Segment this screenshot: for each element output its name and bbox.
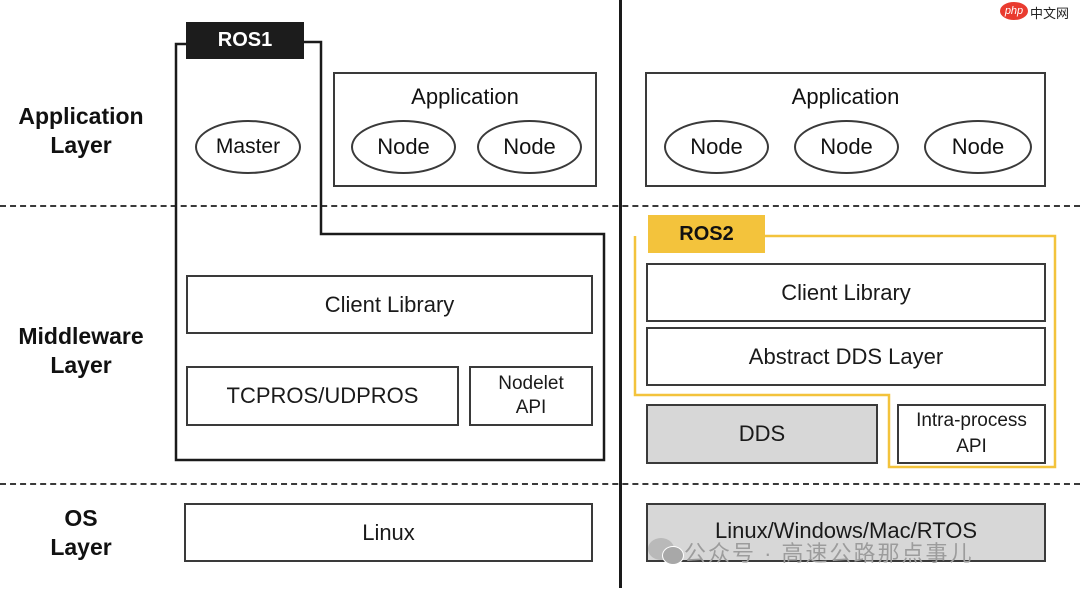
ros2-node-1: Node bbox=[664, 120, 769, 174]
os-layer-label: OS Layer bbox=[50, 505, 112, 560]
ros2-node-2: Node bbox=[794, 120, 899, 174]
ros1-application-title: Application bbox=[411, 84, 519, 109]
ros2-os: Linux/Windows/Mac/RTOS bbox=[646, 503, 1046, 562]
ros2-node-3: Node bbox=[924, 120, 1032, 174]
ros1-client-library: Client Library bbox=[186, 275, 593, 334]
ros1-transport: TCPROS/UDPROS bbox=[186, 366, 459, 426]
separator-app-middleware bbox=[0, 205, 1080, 207]
middleware-layer-label: Middleware Layer bbox=[18, 323, 144, 378]
ros1-os-linux: Linux bbox=[184, 503, 593, 562]
ros2-dds: DDS bbox=[646, 404, 878, 464]
php-logo: php bbox=[1000, 2, 1028, 20]
ros2-client-library: Client Library bbox=[646, 263, 1046, 322]
ros1-node-2: Node bbox=[477, 120, 582, 174]
ros-divider bbox=[619, 0, 622, 588]
ros2-outline bbox=[633, 234, 1057, 469]
separator-middleware-os bbox=[0, 483, 1080, 485]
ros1-nodelet-api: Nodelet API bbox=[469, 366, 593, 426]
ros2-tag: ROS2 bbox=[648, 215, 765, 253]
ros1-tag: ROS1 bbox=[186, 22, 304, 59]
ros2-abstract-dds: Abstract DDS Layer bbox=[646, 327, 1046, 386]
watermark-bottom: 公众号 · 高速公路那点事儿 bbox=[684, 541, 974, 566]
ros2-intra-process-api: Intra-process API bbox=[897, 404, 1046, 464]
ros2-application-title: Application bbox=[791, 84, 900, 109]
ros1-master-node: Master bbox=[195, 120, 301, 174]
watermark-top: 中文网 bbox=[1030, 6, 1070, 21]
wechat-icon-small bbox=[662, 546, 684, 565]
ros1-node-1: Node bbox=[351, 120, 456, 174]
application-layer-label: Application Layer bbox=[18, 103, 144, 158]
ros1-outline bbox=[174, 40, 606, 462]
